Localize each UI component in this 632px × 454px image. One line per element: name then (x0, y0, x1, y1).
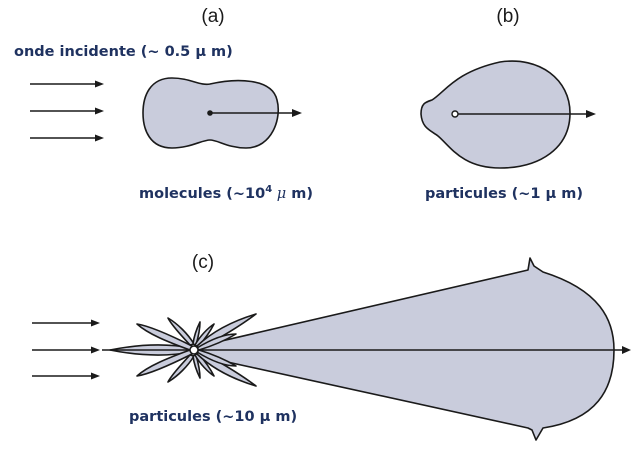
side-lobe (196, 333, 237, 351)
incident-arrows-c (32, 319, 100, 380)
large-particle-center (189, 345, 199, 355)
incident-arrow-head (91, 346, 100, 354)
panel-b-label: (b) (496, 6, 519, 27)
incident-arrow-head (95, 107, 104, 115)
forward-direction-arrow-head (586, 110, 596, 118)
forward-direction-arrow-head (622, 346, 631, 354)
incident-wave-caption: onde incidente (~ 0.5 μ m) (14, 44, 233, 60)
panel-c: (c) (32, 252, 631, 441)
forward-direction-arrow-head (292, 109, 302, 117)
incident-arrows-a (30, 80, 104, 142)
molecules-caption: molecules (~104 μ m) (139, 184, 313, 202)
large-particle-side-lobes (109, 313, 257, 387)
panel-a: (a) onde incidente (~ 0.5 μ m) molecules… (14, 6, 313, 202)
side-lobe (167, 317, 195, 346)
incident-arrow-head (91, 372, 100, 380)
side-lobe (136, 323, 193, 351)
incident-arrow-head (95, 80, 104, 88)
molecules-caption-prefix: molecules (~10 (139, 186, 265, 202)
molecules-caption-exponent: 4 (265, 184, 272, 195)
panel-c-label: (c) (192, 252, 214, 273)
incident-arrow-head (95, 134, 104, 142)
large-particles-caption: particules (~10 μ m) (129, 409, 297, 425)
side-lobe (196, 349, 237, 367)
molecules-caption-mu: μ (272, 186, 286, 202)
small-particles-caption: particules (~1 μ m) (425, 186, 583, 202)
incident-arrow-head (91, 319, 100, 327)
side-lobe (167, 354, 195, 383)
small-particle-center (451, 110, 459, 118)
panel-a-label: (a) (201, 6, 224, 27)
molecules-caption-suffix: m) (286, 186, 313, 202)
side-lobe (136, 349, 193, 377)
panel-b: (b) particules (~1 μ m) (420, 6, 596, 202)
